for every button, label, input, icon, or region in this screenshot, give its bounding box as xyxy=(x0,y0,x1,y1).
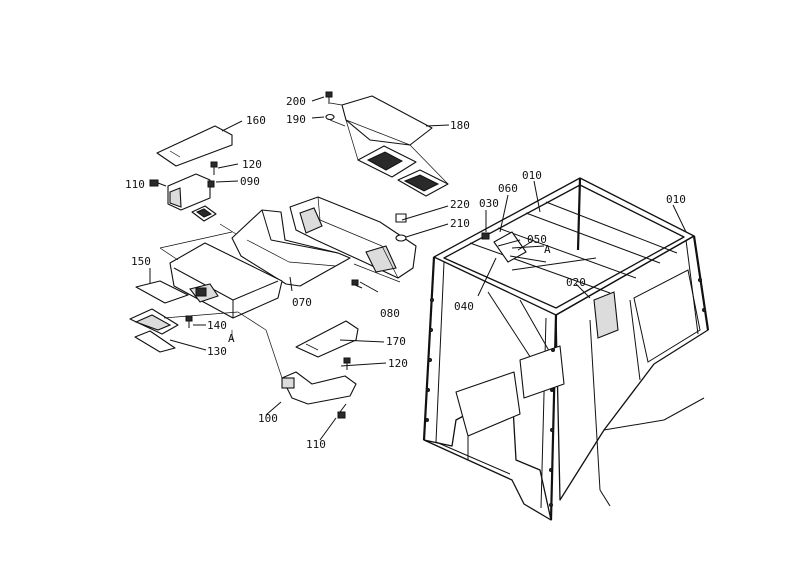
washer-190 xyxy=(325,113,335,121)
callout-010-a: 010 xyxy=(522,169,542,182)
callout-110-bottom: 110 xyxy=(306,438,326,451)
clip-210 xyxy=(395,213,407,242)
callout-150: 150 xyxy=(131,255,151,268)
callout-120-top: 120 xyxy=(242,158,262,171)
callout-070: 070 xyxy=(292,296,312,309)
roof-panel-180 xyxy=(341,95,433,146)
callout-100: 100 xyxy=(258,412,278,425)
callout-110-left: 110 xyxy=(125,178,145,191)
callout-040: 040 xyxy=(454,300,474,313)
floor-duct-100 xyxy=(281,371,357,405)
cab-bracket-060 xyxy=(493,231,527,263)
screw-120-top xyxy=(210,161,218,175)
callout-170: 170 xyxy=(386,335,406,348)
callout-160: 160 xyxy=(246,114,266,127)
roof-louvers-220 xyxy=(357,145,449,197)
ref-mark-a-left: A xyxy=(228,332,235,345)
callout-130: 130 xyxy=(207,345,227,358)
cab-frame-010 xyxy=(422,177,710,521)
callout-180: 180 xyxy=(450,119,470,132)
screw-140 xyxy=(185,315,193,328)
callout-060: 060 xyxy=(498,182,518,195)
callout-010-b: 010 xyxy=(666,193,686,206)
air-duct-090 xyxy=(167,173,215,211)
leader-lines xyxy=(149,96,450,441)
screw-110-left xyxy=(149,179,167,187)
grille-small xyxy=(191,205,217,222)
callout-220: 220 xyxy=(450,198,470,211)
callout-030: 030 xyxy=(479,197,499,210)
cover-plate-160 xyxy=(156,125,233,167)
callout-200: 200 xyxy=(286,95,306,108)
cover-plate-170 xyxy=(295,320,359,358)
heater-box xyxy=(169,242,283,319)
screw-110-bottom xyxy=(337,403,347,419)
callout-050: 050 xyxy=(527,233,547,246)
callout-020: 020 xyxy=(566,276,586,289)
screw-120-bottom xyxy=(343,357,351,370)
cover-130 xyxy=(129,308,179,353)
cab-cable-050 xyxy=(509,245,547,263)
heater-duct-070 xyxy=(231,209,351,287)
callout-080: 080 xyxy=(380,307,400,320)
ref-mark-a-cab: A xyxy=(544,243,551,256)
callout-120-bottom: 120 xyxy=(388,357,408,370)
cab-clip-030 xyxy=(481,232,490,240)
screw-080 xyxy=(351,279,363,289)
callout-210: 210 xyxy=(450,217,470,230)
callout-090: 090 xyxy=(240,175,260,188)
roof-duct xyxy=(289,196,417,279)
callout-190: 190 xyxy=(286,113,306,126)
filter-150 xyxy=(135,280,189,304)
callout-140: 140 xyxy=(207,319,227,332)
cab-leader-lines xyxy=(477,180,687,299)
screw-200 xyxy=(325,91,333,104)
